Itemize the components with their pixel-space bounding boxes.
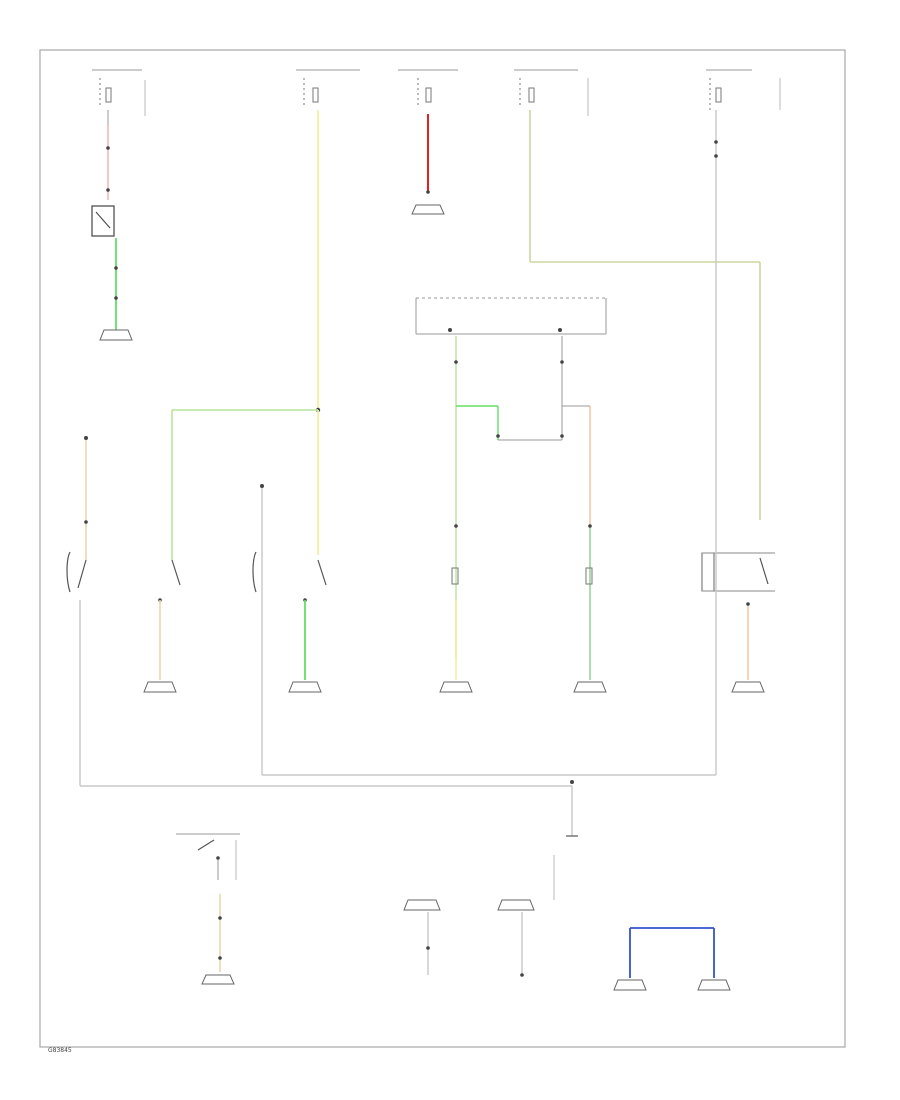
ground-splice <box>570 780 574 784</box>
connector-4f <box>560 360 564 364</box>
connector-right-a <box>746 602 750 606</box>
trailer-connector-1 <box>99 329 133 341</box>
trailer-connector-blue-a <box>613 979 647 991</box>
trailer-module-box <box>415 297 607 335</box>
connector-low2 <box>426 946 430 950</box>
connector-s2a <box>260 484 264 488</box>
trailer-connector-blue-b <box>697 979 731 991</box>
connector-low-b <box>218 956 222 960</box>
connector-3a <box>426 190 430 194</box>
trailer-switch-1 <box>158 559 181 602</box>
connector-5a <box>714 140 718 144</box>
connector-left-b <box>84 520 88 524</box>
fuse-source-3 <box>398 69 458 106</box>
lower-switch <box>176 833 240 860</box>
trailer-connector-low1 <box>201 974 235 985</box>
connector-4a <box>454 360 458 364</box>
trailer-connector-3 <box>411 204 445 215</box>
trailer-connector-row <box>143 681 765 693</box>
connector-1b <box>106 188 110 192</box>
trailer-connector-low2 <box>403 899 441 911</box>
trailer-switch-2 <box>252 551 327 602</box>
connector-left-a <box>84 436 88 440</box>
fuse-source-4 <box>514 69 589 116</box>
trailer-connector-low3 <box>497 899 535 911</box>
fuse-lower-2 <box>585 567 593 585</box>
connector-5b <box>714 154 718 158</box>
connector-4g <box>496 434 500 438</box>
connector-4h <box>560 434 564 438</box>
fuse-source-1 <box>92 69 146 125</box>
connector-1c <box>114 266 118 270</box>
relay-1 <box>91 205 115 237</box>
right-module <box>701 552 775 592</box>
fuse-lower-1 <box>451 567 459 585</box>
connector-low-a <box>218 916 222 920</box>
connector-1a <box>106 146 110 150</box>
diagram-border <box>39 49 846 1048</box>
connector-1d <box>114 296 118 300</box>
connector-4j <box>588 524 592 528</box>
reference-code: G83845 <box>48 1047 72 1054</box>
fuse-source-2 <box>296 69 360 106</box>
connector-4i <box>454 524 458 528</box>
connector-low3 <box>520 973 524 977</box>
switch-left <box>66 551 87 593</box>
fuse-source-5 <box>706 69 781 110</box>
